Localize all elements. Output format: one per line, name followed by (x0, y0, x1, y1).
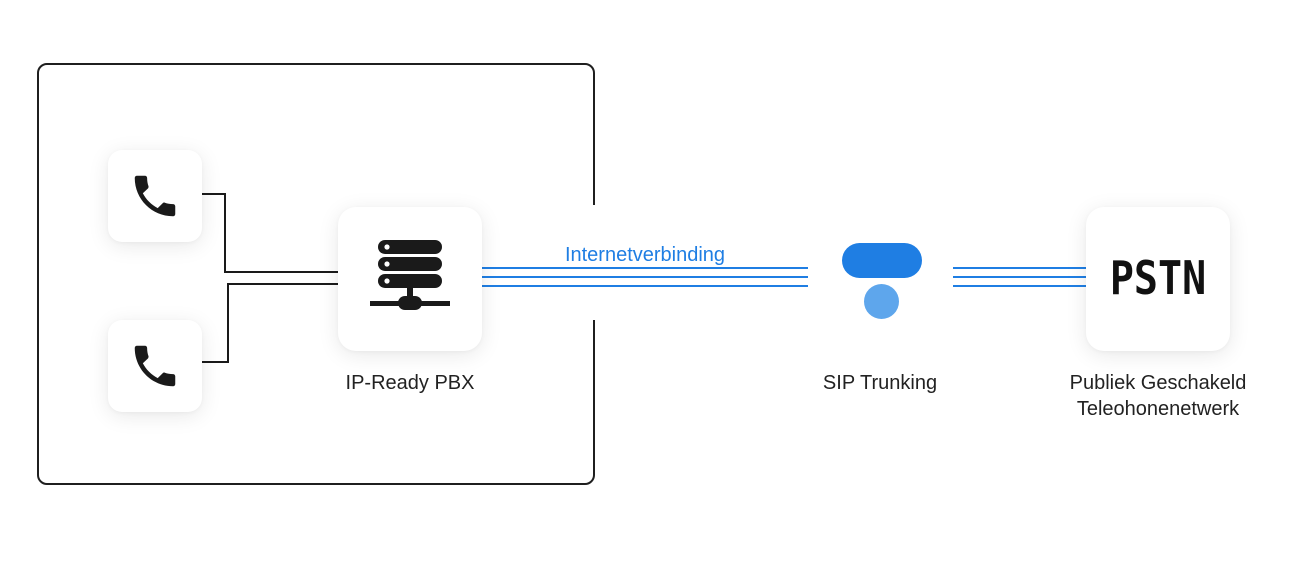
pstn-label-line-1: Publiek Geschakeld (1069, 372, 1247, 394)
pstn-connection-lines (953, 267, 1086, 287)
sip-trunk-logo-dot (864, 284, 899, 319)
pstn-label: Publiek Geschakeld Teleohonenetwerk (1030, 370, 1286, 422)
boundary-opening (586, 205, 606, 320)
pbx-tile (338, 207, 482, 351)
sip-trunk-logo-pill (842, 243, 922, 278)
phone-handset-icon (134, 345, 176, 387)
pstn-text: PSTN (1109, 252, 1207, 306)
phone-wiring (202, 193, 338, 363)
internet-connection-lines (482, 267, 808, 287)
phone-handset-icon (134, 175, 176, 217)
phone-tile-2 (108, 320, 202, 412)
pbx-label: IP-Ready PBX (345, 372, 475, 394)
phone-tile-1 (108, 150, 202, 242)
pstn-label-line-2: Teleohonenetwerk (1076, 398, 1240, 420)
internet-connection-label: Internetverbinding (564, 244, 726, 266)
server-network-icon (370, 240, 450, 310)
office-boundary (37, 63, 595, 485)
pstn-tile: PSTN (1086, 207, 1230, 351)
sip-trunking-label: SIP Trunking (822, 372, 938, 394)
